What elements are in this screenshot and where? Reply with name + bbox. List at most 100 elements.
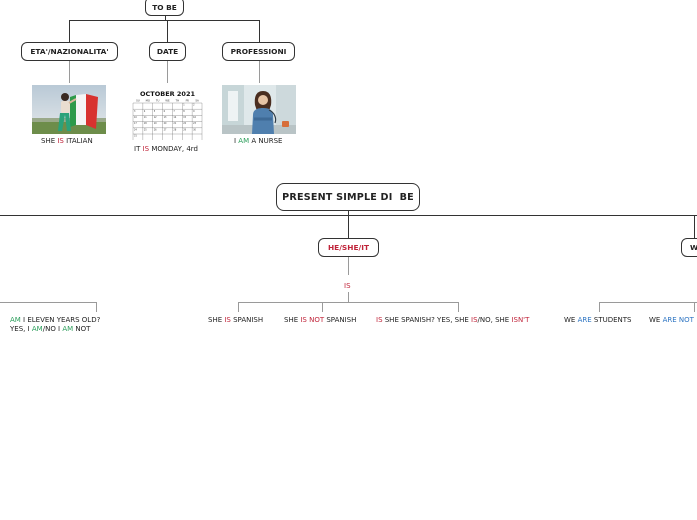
subtopic-age-nationality[interactable]: ETA'/NAZIONALITA' [21, 42, 118, 61]
calendar-day-number: 5 [154, 110, 156, 113]
calendar-weekday: SA [195, 99, 199, 103]
connector [694, 302, 695, 312]
connector [0, 302, 97, 303]
calendar-day-number: 12 [154, 116, 157, 119]
calendar-weekday: TU [156, 99, 160, 103]
calendar-day-number: 25 [144, 128, 147, 131]
central-topic-node[interactable]: PRESENT SIMPLE DI BE [276, 183, 420, 211]
calendar-day-number: 4 [144, 110, 146, 113]
calendar-day-number: 23 [193, 122, 196, 125]
calendar-day-number: 24 [134, 128, 137, 131]
italian-flag-photo [32, 85, 106, 134]
connector [348, 257, 349, 275]
calendar-day-number: 30 [193, 128, 196, 131]
verb-is-label: IS [344, 282, 351, 290]
verb-highlight: IS [471, 316, 478, 324]
example-are-affirmative: WE ARE STUDENTS [564, 316, 632, 325]
connector [259, 20, 260, 42]
caption-date: IT IS MONDAY, 4rd [134, 145, 198, 154]
caption-text: NOT [73, 325, 91, 333]
connector [348, 211, 349, 239]
connector [167, 61, 168, 83]
connector [348, 292, 349, 302]
connector [259, 61, 260, 83]
calendar-day-number: 9 [193, 110, 195, 113]
caption-text: I ELEVEN YEARS OLD? [20, 316, 101, 324]
verb-highlight: AM [238, 137, 250, 145]
branch-label: W [690, 243, 697, 252]
calendar-weekday: MO [146, 99, 150, 103]
calendar-day-number: 26 [154, 128, 157, 131]
calendar-day-number: 27 [164, 128, 167, 131]
calendar-day-number: 1 [183, 104, 185, 107]
calendar-day-number: 28 [173, 128, 176, 131]
calendar-day-number: 10 [134, 116, 137, 119]
connector [694, 215, 695, 239]
caption-text: WE [564, 316, 578, 324]
verb-highlight: IS [142, 145, 150, 153]
root-topic-label: TO BE [152, 3, 177, 12]
calendar-day-number: 21 [173, 122, 176, 125]
caption-text: SPANISH [324, 316, 357, 324]
verb-highlight: IS [376, 316, 383, 324]
subtopic-label: DATE [156, 47, 179, 56]
nurse-photo [222, 85, 296, 134]
connector [322, 302, 323, 312]
caption-text: YES, I [10, 325, 32, 333]
subtopic-date[interactable]: DATE [149, 42, 186, 61]
calendar-day-number: 13 [164, 116, 167, 119]
caption-text: SPANISH [230, 316, 264, 324]
caption-text: SHE [208, 316, 225, 324]
caption-text: MONDAY, 4rd [149, 145, 198, 153]
connector [238, 302, 239, 312]
calendar-day-number: 17 [134, 122, 137, 125]
branch-he-she-it[interactable]: HE/SHE/IT [318, 238, 379, 257]
verb-highlight: AM [62, 325, 74, 333]
calendar-day-number: 29 [183, 128, 186, 131]
calendar-day-number: 8 [183, 110, 185, 113]
example-is-question: IS SHE SPANISH? YES, SHE IS/NO, SHE ISN'… [376, 316, 529, 325]
example-is-negative: SHE IS NOT SPANISH [284, 316, 356, 325]
connector [458, 302, 459, 312]
central-topic-label: PRESENT SIMPLE DI BE [282, 191, 414, 203]
calendar-day-number: 16 [193, 116, 196, 119]
calendar-day-number: 18 [144, 122, 147, 125]
example-is-affirmative: SHE IS SPANISH [208, 316, 263, 325]
calendar-day-number: 3 [134, 110, 136, 113]
branch-we[interactable]: W [681, 238, 697, 257]
caption-professions: I AM A NURSE [234, 137, 282, 146]
caption-text: IT [134, 145, 143, 153]
verb-highlight: IS NOT [300, 316, 325, 324]
verb-highlight: AM [31, 325, 43, 333]
calendar-day-number: 2 [193, 104, 195, 107]
root-topic-node[interactable]: TO BE [145, 0, 184, 16]
caption-text: SHE SPANISH? YES, SHE [382, 316, 471, 324]
caption-text: /NO I [42, 325, 63, 333]
calendar-day-number: 14 [173, 116, 176, 119]
verb-highlight: AM [10, 316, 21, 324]
calendar-weekday: SU [136, 99, 140, 103]
caption-text: SHE [284, 316, 301, 324]
caption-text: STUDENTS [591, 316, 632, 324]
connector [238, 302, 459, 303]
verb-highlight: IS [224, 316, 231, 324]
caption-text: I [234, 137, 239, 145]
subtopic-professions[interactable]: PROFESSIONI [222, 42, 295, 61]
connector [69, 20, 70, 42]
caption-text: SHE [41, 137, 58, 145]
calendar-weekday: TH [176, 99, 180, 103]
calendar-weekday: WE [165, 99, 170, 103]
verb-highlight: ISN'T [511, 316, 530, 324]
calendar-day-number: 6 [164, 110, 166, 113]
calendar-day-number: 22 [183, 122, 186, 125]
calendar-day-number: 15 [183, 116, 186, 119]
caption-text: WE [649, 316, 663, 324]
caption-text: A NURSE [249, 137, 283, 145]
verb-highlight: ARE NOT [662, 316, 694, 324]
calendar-day-number: 19 [154, 122, 157, 125]
calendar-day-number: 31 [134, 135, 137, 138]
example-am-line1: AM I ELEVEN YEARS OLD? [10, 316, 100, 325]
example-am-line2: YES, I AM/NO I AM NOT [10, 325, 90, 334]
connector [96, 302, 97, 312]
